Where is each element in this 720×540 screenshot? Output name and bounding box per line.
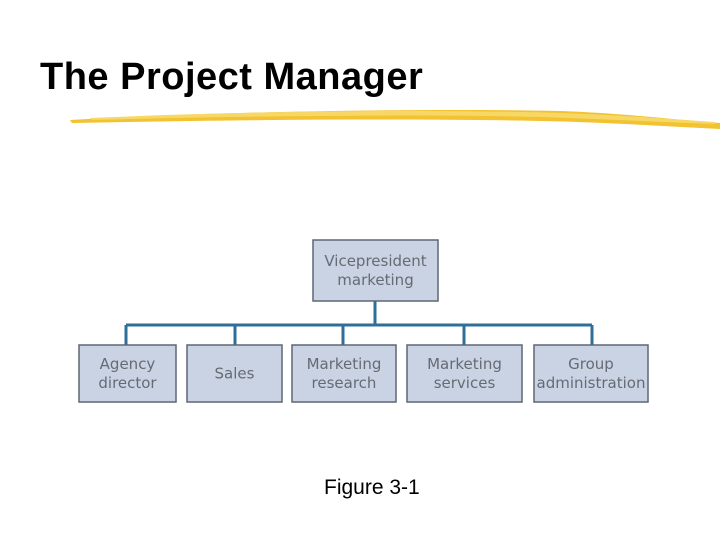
slide-title: The Project Manager <box>40 56 424 98</box>
org-node-box <box>312 239 439 302</box>
org-node-box <box>406 344 523 403</box>
org-node-box <box>291 344 397 403</box>
org-node-label: Marketing <box>307 355 382 373</box>
org-node-box <box>186 344 283 403</box>
org-node-box <box>78 344 177 403</box>
org-node-box <box>533 344 649 403</box>
org-node-sales: Sales <box>186 344 283 403</box>
org-node-label: director <box>98 374 157 392</box>
org-node-label: Agency <box>100 355 156 373</box>
org-node-label: Marketing <box>427 355 502 373</box>
figure-caption: Figure 3-1 <box>324 476 420 499</box>
org-node-label: research <box>312 374 377 392</box>
org-node-label: administration <box>537 374 646 392</box>
org-node-label: services <box>434 374 496 392</box>
org-node-label: marketing <box>337 271 413 289</box>
org-node-label: Vicepresident <box>324 252 426 270</box>
org-chart-connectors <box>124 301 594 345</box>
org-node-label: Sales <box>215 365 255 383</box>
org-node-label: Group <box>568 355 614 373</box>
underline-highlight <box>90 110 715 124</box>
